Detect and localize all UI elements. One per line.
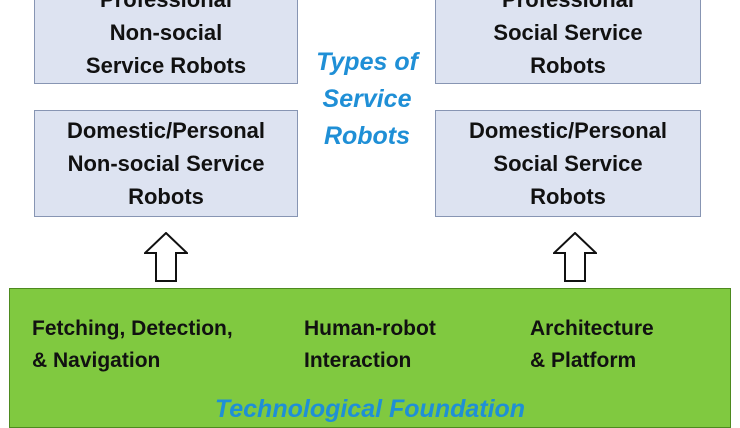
box-domestic-social: Domestic/Personal Social Service Robots <box>435 110 701 217</box>
box-line: Robots <box>530 53 606 78</box>
box-line: Professional <box>502 0 634 16</box>
types-of-service-robots-title: Types of Service Robots <box>300 44 434 155</box>
box-line: Professional <box>100 0 232 16</box>
foundation-item-human-robot: Human-robot Interaction <box>304 313 436 377</box>
foundation-title: Technological Foundation <box>214 395 526 423</box>
title-line: Types of <box>316 48 418 76</box>
foundation-item-architecture: Architecture & Platform <box>530 313 654 377</box>
box-line: Domestic/Personal <box>66 118 266 143</box>
box-line: Robots <box>530 184 606 209</box>
technological-foundation-panel: Fetching, Detection, & Navigation Human-… <box>9 288 731 428</box>
item-line: Human-robot <box>304 317 436 340</box>
item-line: Fetching, Detection, <box>32 317 233 340</box>
box-line: Service Robots <box>85 53 247 78</box>
item-line: Interaction <box>304 349 412 372</box>
title-line: Robots <box>323 122 411 150</box>
box-line: Social Service <box>493 20 643 45</box>
box-line: Domestic/Personal <box>468 118 668 143</box>
box-line: Robots <box>128 184 204 209</box>
title-line: Service <box>322 85 412 113</box>
box-line: Social Service <box>493 151 643 176</box>
box-line: Non-social Service <box>67 151 265 176</box>
item-line: & Platform <box>530 349 637 372</box>
box-domestic-non-social: Domestic/Personal Non-social Service Rob… <box>34 110 298 217</box>
box-professional-social: Professional Social Service Robots <box>435 0 701 84</box>
foundation-item-fetching: Fetching, Detection, & Navigation <box>32 313 233 377</box>
item-line: & Navigation <box>32 349 161 372</box>
item-line: Architecture <box>530 317 654 340</box>
up-arrow-icon <box>553 232 597 282</box>
box-line: Non-social <box>109 20 223 45</box>
box-professional-non-social: Professional Non-social Service Robots <box>34 0 298 84</box>
up-arrow-icon <box>144 232 188 282</box>
